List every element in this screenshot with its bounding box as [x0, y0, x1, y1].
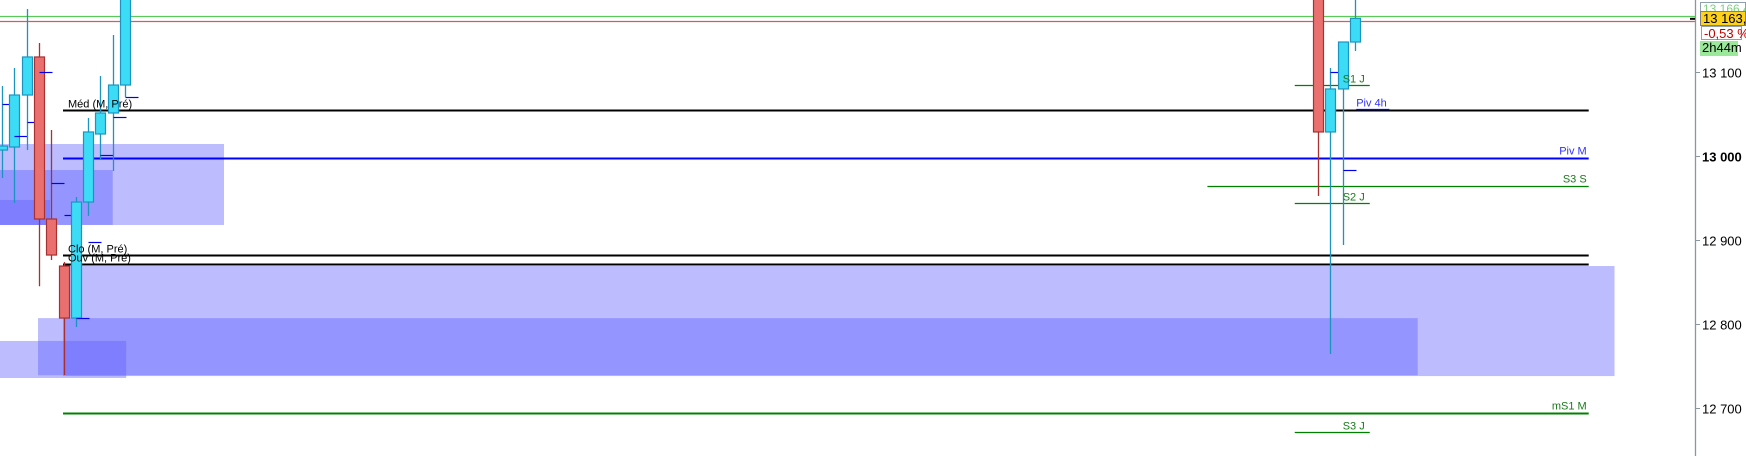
candle-body: [45, 218, 58, 256]
candle-body: [58, 265, 71, 319]
zone-large-monthly: [63, 266, 1615, 377]
candle-up: [70, 196, 90, 328]
candle-down: [33, 43, 53, 287]
candle-down: [1312, 0, 1325, 196]
candle-body: [1312, 0, 1325, 133]
price-axis[interactable]: 13 100 13 000 12 900 12 800 12 700: [1690, 0, 1742, 456]
s2-j-label: S2 J: [1343, 192, 1365, 204]
price-axis-label: 12 700: [1702, 402, 1742, 417]
time-remaining-badge: 2h44m: [1700, 40, 1742, 56]
ms1-m-label: mS1 M: [1552, 401, 1587, 413]
candle-up: [1337, 41, 1357, 246]
change-percent-badge: -0,53 %: [1701, 26, 1746, 41]
candle-up: [82, 118, 102, 244]
candle-body: [21, 56, 34, 96]
candle-body: [82, 131, 95, 203]
zone-bottom-left: [0, 340, 127, 379]
candle-body: [1324, 88, 1337, 133]
candle-body: [119, 0, 132, 86]
candle-body: [94, 112, 107, 135]
candle-up: [107, 35, 127, 172]
candle-down: [45, 129, 65, 260]
level-labels-layer: Méd (M, Pré) Piv M S3 S Clo (M, Pré)Ouv (M,…: [68, 74, 1587, 433]
candle-body: [1349, 17, 1362, 43]
last-price-badge: 13 163,9: [1700, 11, 1746, 26]
ouv-m-pre-label: Ouv (M, Pré): [68, 253, 131, 265]
candle-up: [1349, 0, 1362, 51]
s3-s-label: S3 S: [1563, 174, 1587, 186]
price-axis-label: 12 800: [1702, 318, 1742, 333]
clo-m-pre-label: Clo (M, Pré): [68, 244, 127, 256]
price-axis-label: 13 000: [1702, 150, 1742, 165]
candle-body: [33, 56, 46, 220]
price-axis-label: 13 100: [1702, 66, 1742, 81]
med-m-pre-label: Méd (M, Pré): [68, 99, 132, 111]
s1-j-label: S1 J: [1343, 74, 1365, 86]
piv-m-label: Piv M: [1559, 146, 1587, 158]
candle-up: [94, 76, 114, 161]
candle-up: [8, 67, 28, 204]
zones-layer: [0, 143, 1615, 379]
candles-layer: [0, 0, 1362, 375]
zone-large-inner: [38, 318, 1418, 376]
candle-body: [8, 94, 21, 148]
candle-up: [119, 0, 139, 99]
s3-j-label: S3 J: [1343, 421, 1365, 433]
price-axis-label: 12 900: [1702, 234, 1742, 249]
candle-body: [107, 84, 120, 114]
candle-body: [0, 145, 9, 151]
candle-body: [1337, 41, 1350, 90]
piv-4h-label: Piv 4h: [1356, 98, 1387, 110]
